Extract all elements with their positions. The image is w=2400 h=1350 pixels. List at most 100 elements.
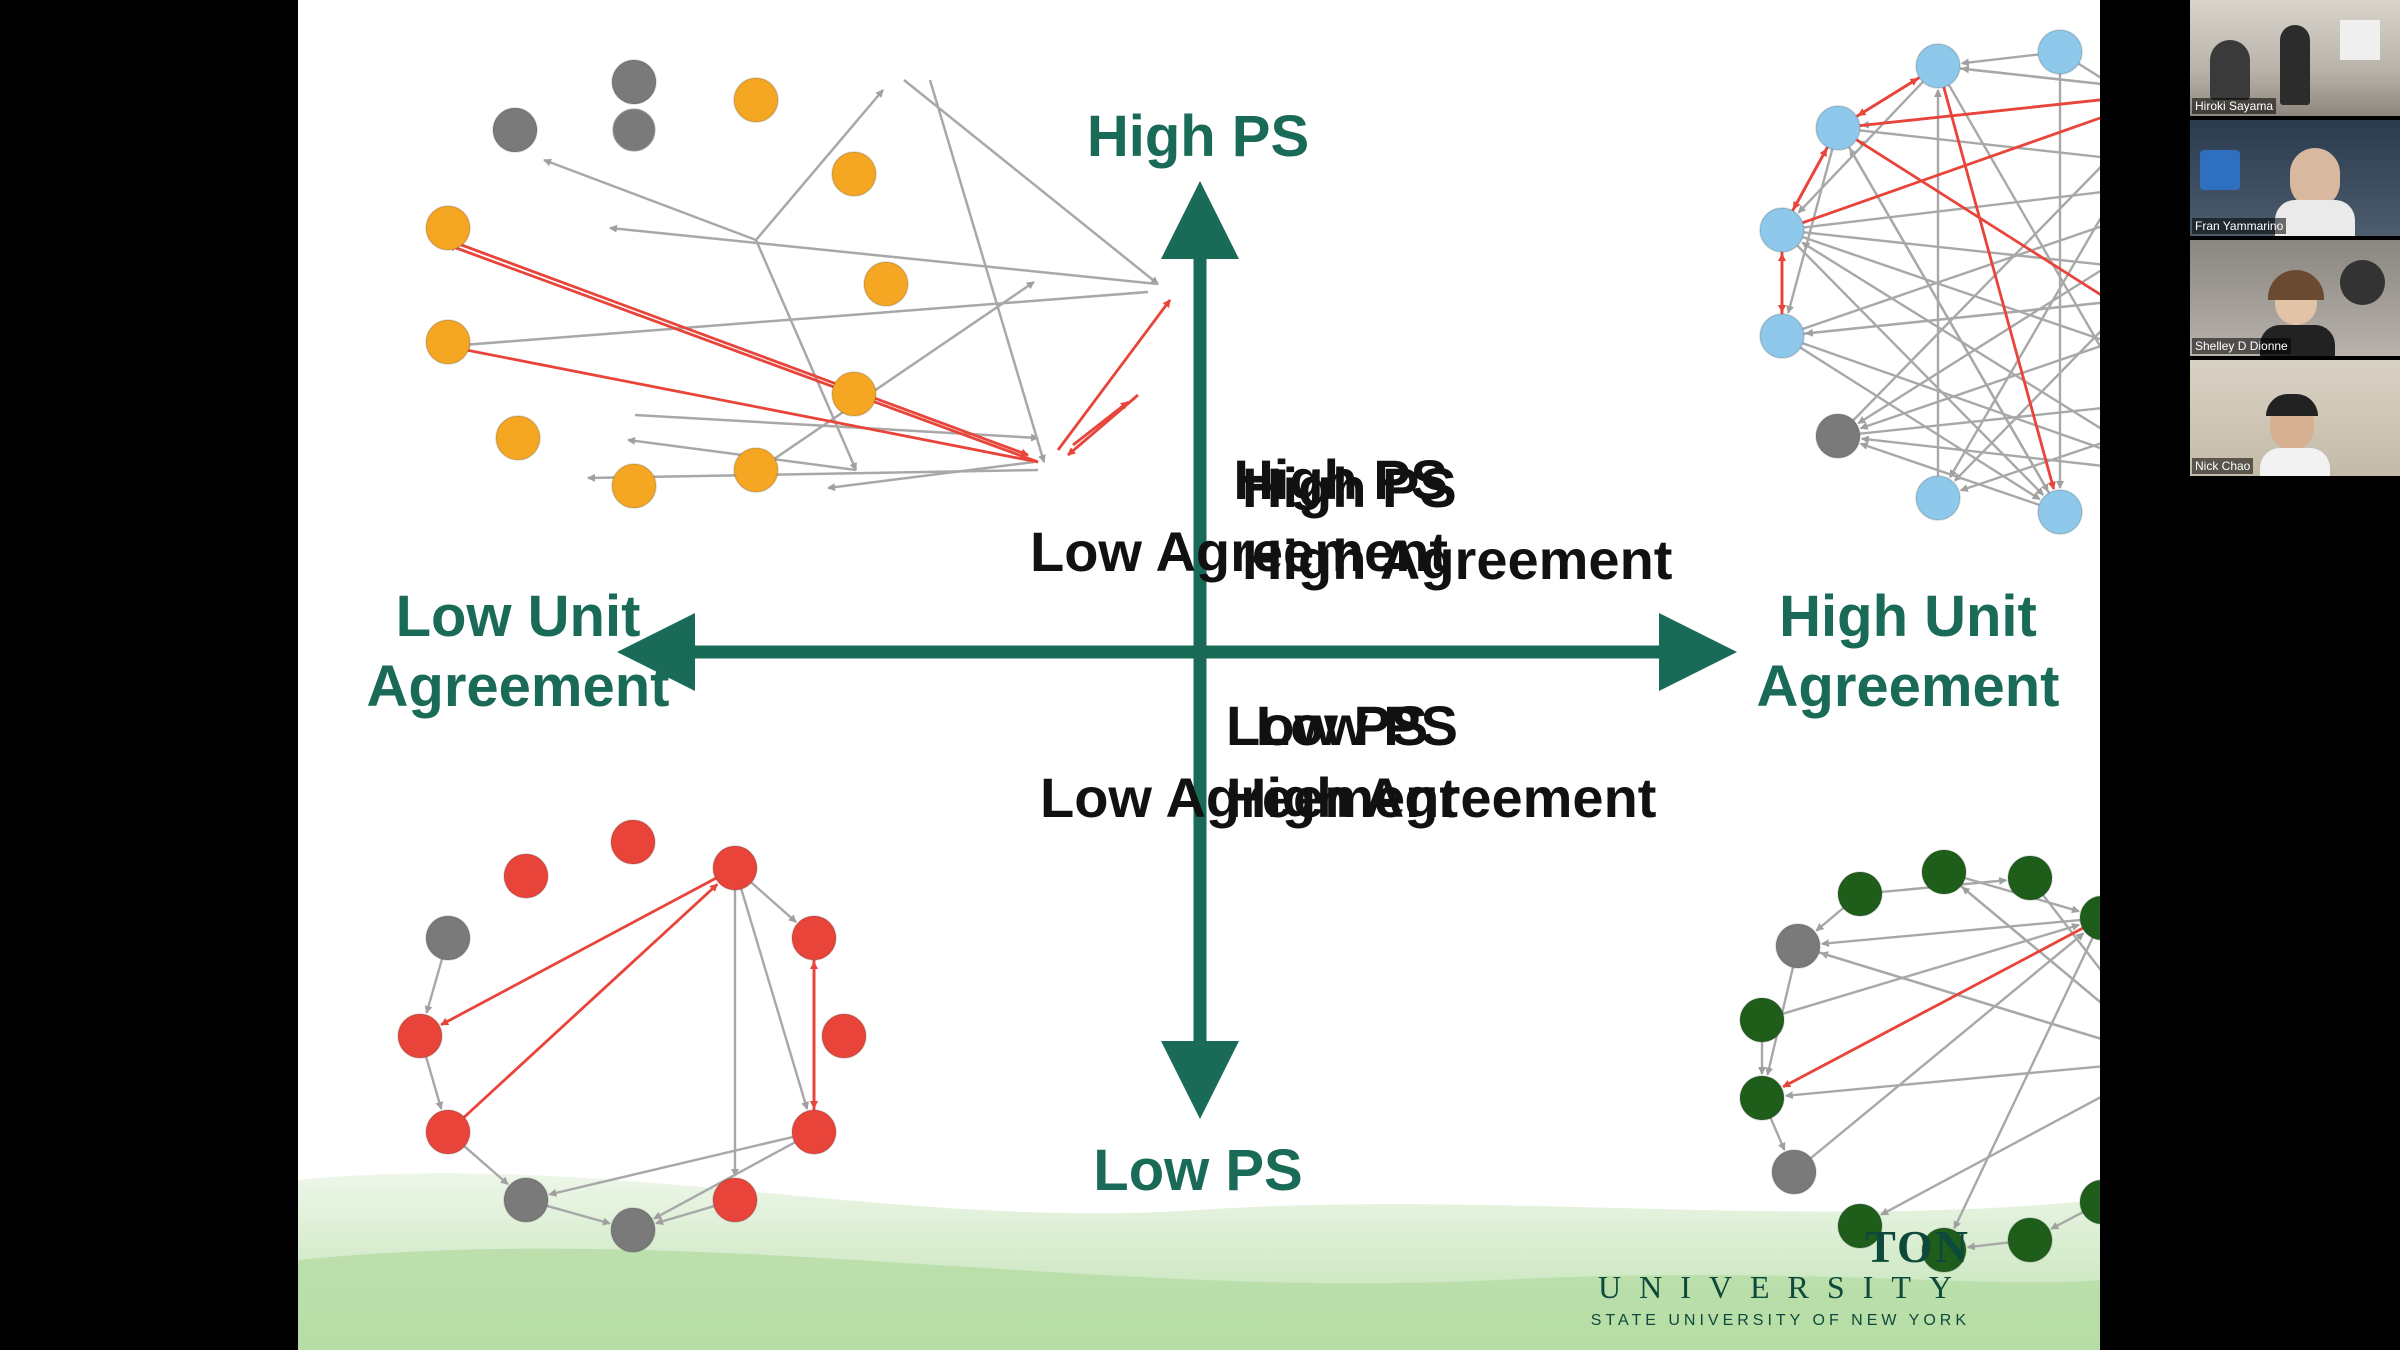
quadrant-line: Low Agreement	[1030, 520, 1448, 583]
network-edge	[1852, 166, 2100, 422]
video-tile[interactable]: Shelley D Dionne	[2190, 240, 2400, 356]
reciprocal-edge	[1942, 86, 2056, 490]
network-node	[1815, 413, 1861, 459]
network-node	[397, 1013, 443, 1059]
network-node	[1837, 871, 1883, 917]
reciprocal-edge	[1857, 76, 1921, 117]
network-edge	[1797, 81, 1924, 214]
network-edge	[655, 1205, 715, 1226]
participant-name: Shelley D Dionne	[2192, 338, 2291, 354]
network-node	[1771, 1149, 1817, 1195]
network-edge	[1860, 435, 2100, 467]
network-edge	[1820, 918, 2081, 948]
reciprocal-edge	[463, 883, 719, 1119]
network-node	[503, 853, 549, 899]
axis-label-line: Low Unit	[395, 584, 641, 649]
network-edge	[1959, 442, 2100, 492]
logo-line-1: TON	[1865, 1221, 1970, 1272]
video-tile[interactable]: Fran Yammarino	[2190, 120, 2400, 236]
network-node	[712, 845, 758, 891]
presentation-slide: High PS Low PS Low Unit Agreement High U…	[298, 0, 2100, 1350]
network-edge	[1880, 1096, 2100, 1216]
network-edge	[1786, 148, 1834, 314]
network-edge	[1803, 231, 2100, 266]
university-logo: TON UNIVERSITY STATE UNIVERSITY OF NEW Y…	[1591, 1220, 1970, 1330]
axis-label-low-ps: Low PS	[1093, 1138, 1303, 1203]
network-node	[831, 151, 877, 197]
network-node	[1739, 1075, 1785, 1121]
network-node	[1915, 43, 1961, 89]
network-edge	[1960, 65, 2100, 86]
network-node	[1759, 207, 1805, 253]
network-edge	[2042, 894, 2100, 971]
network-edge	[1857, 269, 2100, 425]
network-edge	[1799, 346, 2041, 501]
network-node	[2007, 855, 2053, 901]
axis-label-high-unit-agreement: High Unit Agreement	[1718, 588, 2098, 716]
network-node	[2079, 895, 2100, 941]
network-edge	[1802, 236, 2100, 341]
network-node	[1837, 1203, 1883, 1249]
network-edge	[1859, 442, 2040, 507]
network-edge	[1859, 407, 2100, 435]
network-node	[492, 107, 538, 153]
reciprocal-edge	[440, 877, 717, 1026]
quadrant-line: High Agreement	[1226, 766, 1657, 829]
video-tile[interactable]: Nick Chao	[2190, 360, 2400, 476]
network-edge	[1960, 53, 2039, 67]
quadrant-line: High PS	[1233, 448, 1448, 511]
network-node	[1915, 475, 1961, 521]
network-edge	[1782, 923, 2080, 1015]
network-edge	[1769, 1117, 1786, 1151]
network-node	[821, 1013, 867, 1059]
network-node	[611, 59, 657, 105]
quadrant-label-top-right: High PS High Agreement	[1242, 460, 1672, 588]
network-nodes	[397, 29, 2100, 1273]
network-node	[610, 819, 656, 865]
network-edge	[2077, 62, 2100, 79]
network-node	[425, 205, 471, 251]
slide-graphics	[298, 79, 2100, 1350]
network-edge	[1966, 1241, 2009, 1251]
quadrant-line: Low Agreement	[1040, 766, 1458, 829]
network-node	[863, 261, 909, 307]
participant-name: Hiroki Sayama	[2192, 98, 2277, 114]
network-edge	[463, 1145, 509, 1186]
quadrant-label-bottom-left: Low PS Low Agreement	[678, 698, 1458, 826]
network-node	[1921, 849, 1967, 895]
network-edge	[425, 1056, 444, 1110]
network-node	[495, 415, 541, 461]
network-high-ps-low-agreement	[447, 79, 1172, 492]
reciprocal-edge	[1859, 98, 2100, 128]
network-node	[610, 1207, 656, 1253]
network-edge	[1802, 342, 2100, 450]
network-node	[2007, 1217, 2053, 1263]
network-edge	[1949, 216, 2100, 479]
video-tile[interactable]: Hiroki Sayama	[2190, 0, 2400, 116]
network-node	[2037, 489, 2083, 535]
network-node	[1759, 313, 1805, 359]
network-edge	[1784, 1065, 2100, 1100]
reciprocal-edge	[1782, 927, 2084, 1089]
network-node	[1815, 105, 1861, 151]
network-node	[503, 1177, 549, 1223]
axis-label-line: High Unit	[1779, 584, 2037, 649]
network-edge	[1818, 951, 2100, 1040]
network-node	[712, 1177, 758, 1223]
reciprocal-edge	[1802, 116, 2100, 225]
network-edge	[1801, 241, 2100, 430]
logo-line-3: STATE UNIVERSITY OF NEW YORK	[1590, 1312, 1970, 1329]
axis-label-line: Agreement	[1756, 654, 2060, 719]
network-edge	[1847, 146, 2050, 493]
network-edge	[1815, 907, 1844, 932]
network-edge	[740, 888, 809, 1110]
network-node	[611, 463, 657, 509]
axis-label-line: Agreement	[366, 654, 670, 719]
quadrant-line: Low PS	[1255, 694, 1458, 757]
network-node	[791, 915, 837, 961]
network-edge	[1859, 345, 2100, 430]
network-edge	[750, 881, 797, 923]
network-edge	[546, 1204, 611, 1226]
quadrant-line: Low PS	[1226, 694, 1429, 757]
network-node	[425, 915, 471, 961]
